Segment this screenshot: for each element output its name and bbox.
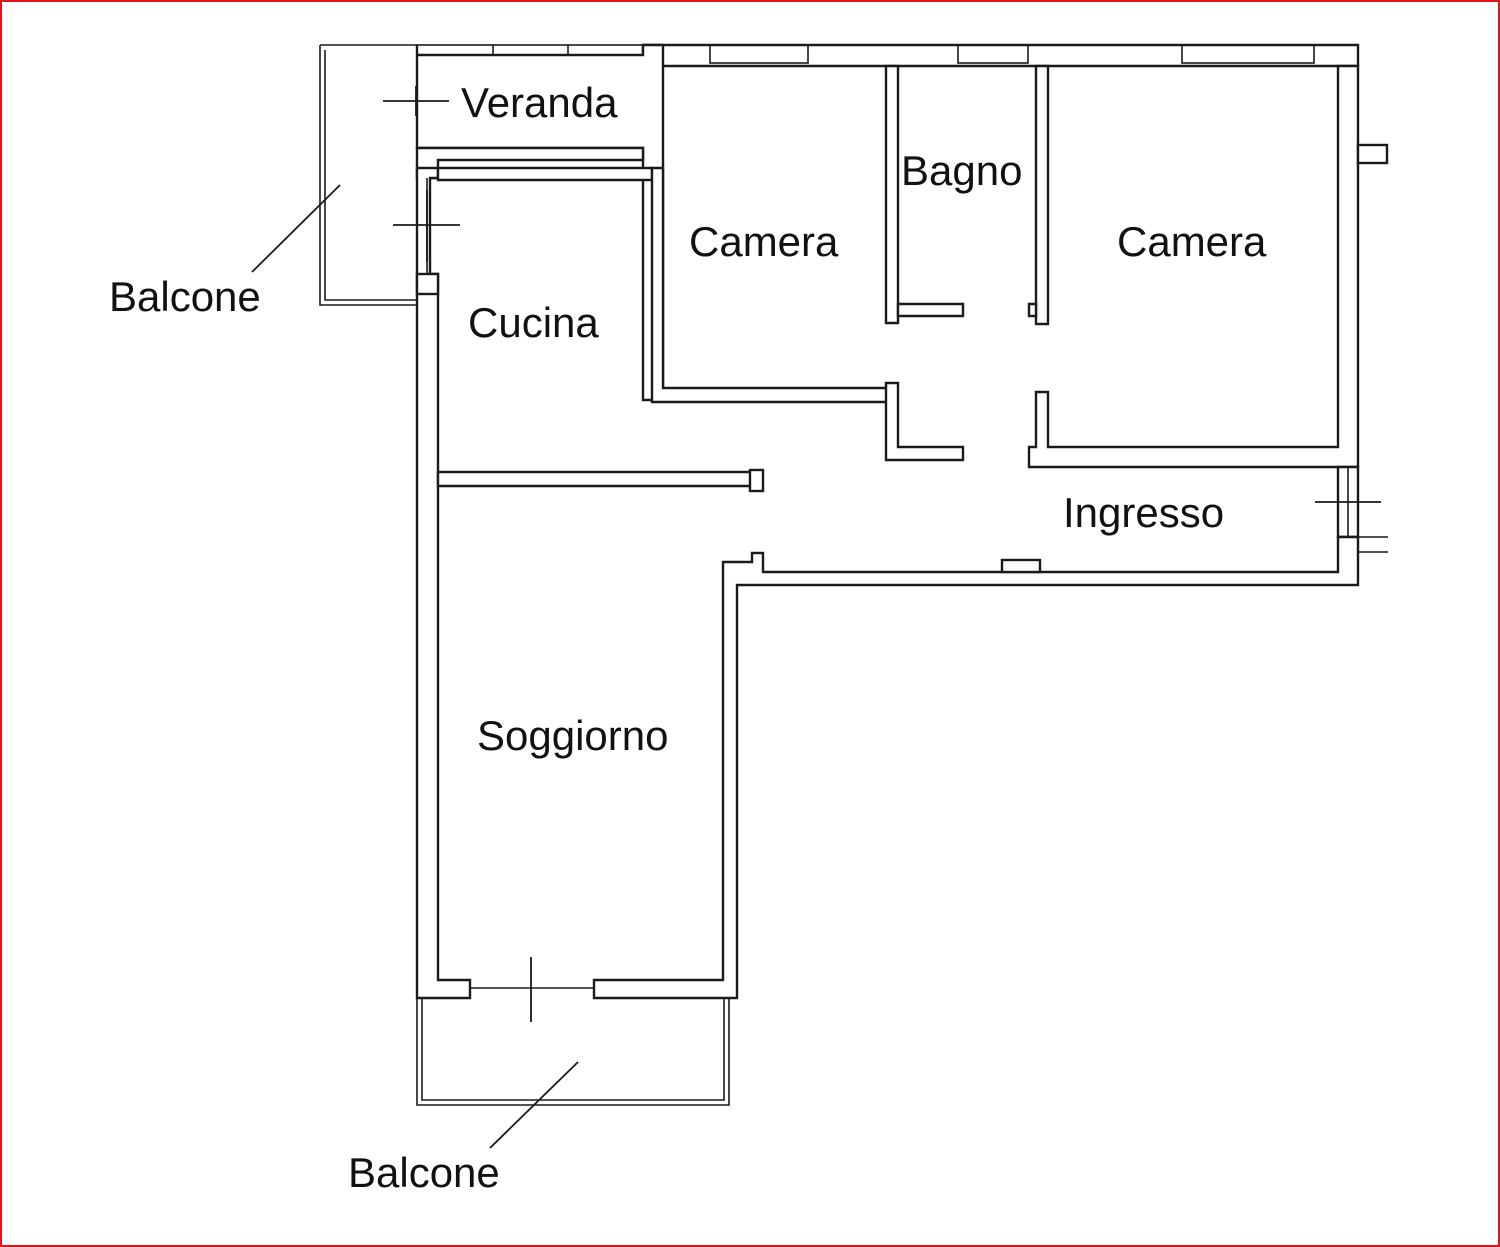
label-balcone-top: Balcone [109, 273, 261, 320]
kitchen-top-wall [436, 166, 654, 182]
door-marks [383, 86, 1381, 1022]
veranda-window [416, 44, 644, 56]
label-bagno: Bagno [901, 147, 1022, 194]
top-outer-wall [641, 43, 1360, 68]
balcone-bottom-leader [489, 1061, 579, 1149]
label-veranda: Veranda [461, 79, 618, 126]
bagno-walls [1027, 64, 1389, 469]
label-camera-2: Camera [1117, 218, 1267, 265]
camera-1-walls [884, 64, 965, 462]
kitchen-living-divider [436, 468, 765, 493]
balcone-bottom-outline [416, 998, 730, 1106]
left-outer-wall [415, 166, 472, 1000]
label-balcone-bottom: Balcone [348, 1149, 500, 1196]
label-ingresso: Ingresso [1063, 489, 1224, 536]
kitchen-right-wall [650, 166, 890, 404]
balcone-top-leader [251, 184, 341, 273]
label-soggiorno: Soggiorno [477, 712, 668, 759]
balcone-top-outline [319, 44, 417, 306]
label-cucina: Cucina [468, 299, 599, 346]
label-camera-1: Camera [689, 218, 839, 265]
ingresso-walls [592, 465, 1388, 1000]
